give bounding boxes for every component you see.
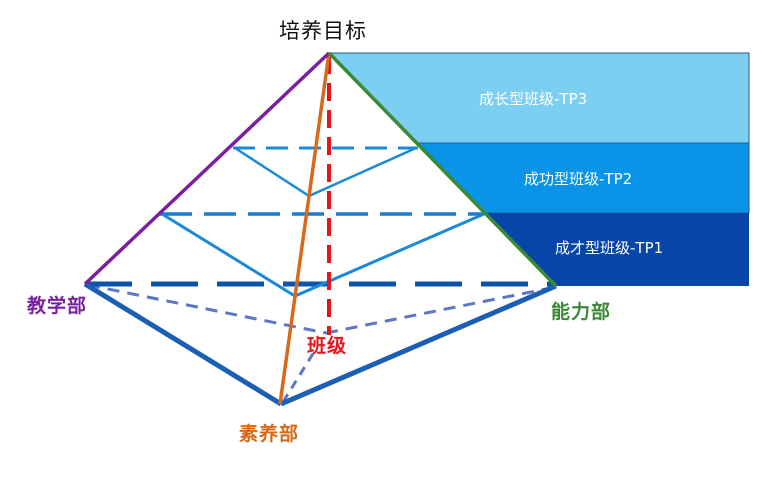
back-base-front xyxy=(281,351,316,403)
vertex-label-class: 班级 xyxy=(307,335,348,357)
base-right-edge xyxy=(280,283,557,407)
back-base-left xyxy=(87,283,327,335)
front-edge xyxy=(278,52,331,405)
band-tp1 xyxy=(486,213,749,286)
vertex-label-quality: 素养部 xyxy=(239,423,300,445)
base-left-edge xyxy=(83,281,283,407)
vertex-label-ability: 能力部 xyxy=(551,301,612,323)
right-edge xyxy=(327,51,558,288)
band-label-tp2: 成功型班级-TP2 xyxy=(524,170,633,188)
tier1-v xyxy=(234,146,417,198)
diagram-title: 培养目标 xyxy=(279,19,367,43)
band-label-tp1: 成才型班级-TP1 xyxy=(555,239,664,257)
back-base-right xyxy=(325,285,557,335)
left-edge xyxy=(83,51,331,286)
band-label-tp3: 成长型班级-TP3 xyxy=(479,90,588,108)
vertex-label-teaching: 教学部 xyxy=(27,295,88,317)
